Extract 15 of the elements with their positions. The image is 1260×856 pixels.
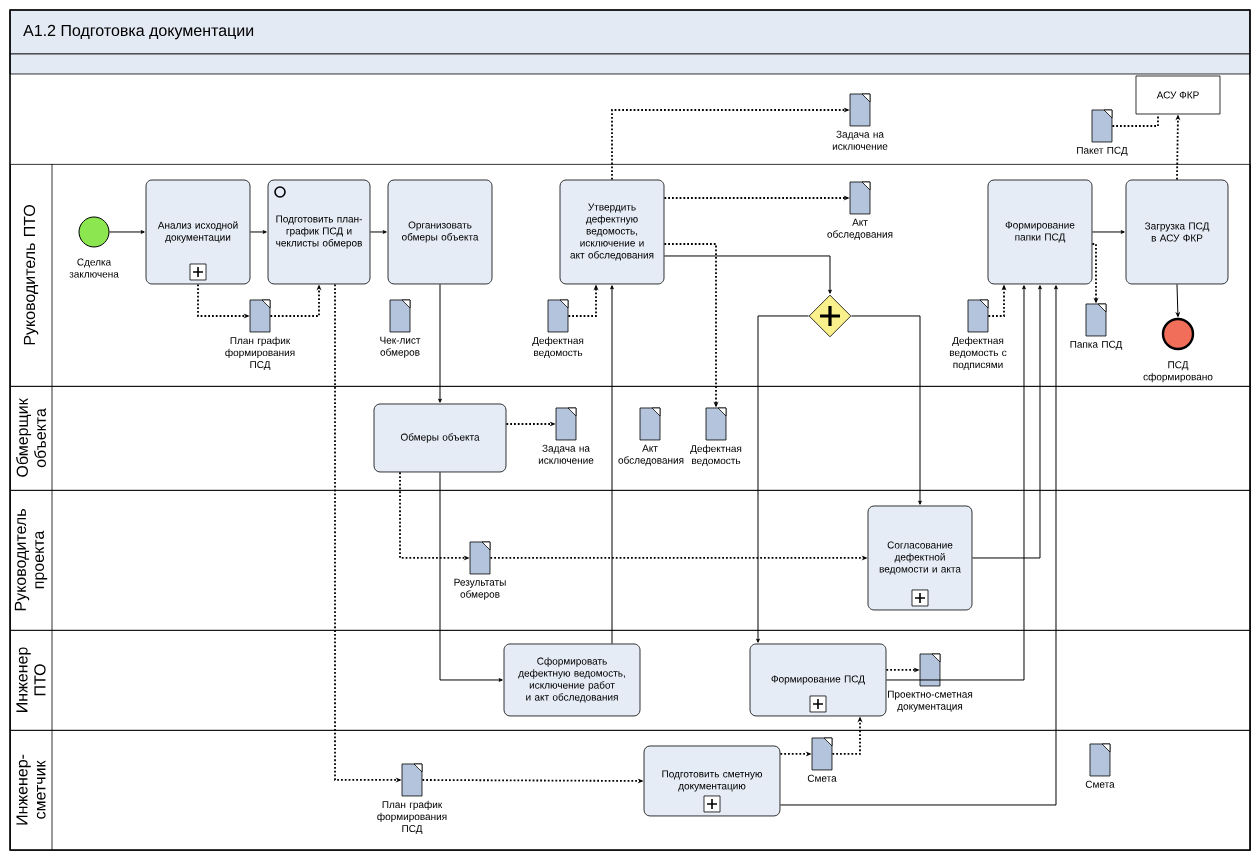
arrow [1176,283,1180,317]
arrow [663,255,832,294]
arrow [438,283,442,403]
arrow [610,285,614,645]
arrow [971,285,1042,559]
arrow [779,285,1058,806]
arrow [109,230,145,234]
gateway-diamond [808,294,852,338]
arrow [885,285,1026,681]
arrow [850,315,922,505]
arrow [369,230,387,234]
arrow [439,471,503,682]
arrow [1091,230,1125,234]
arrow [249,230,267,234]
arrow [756,315,810,643]
